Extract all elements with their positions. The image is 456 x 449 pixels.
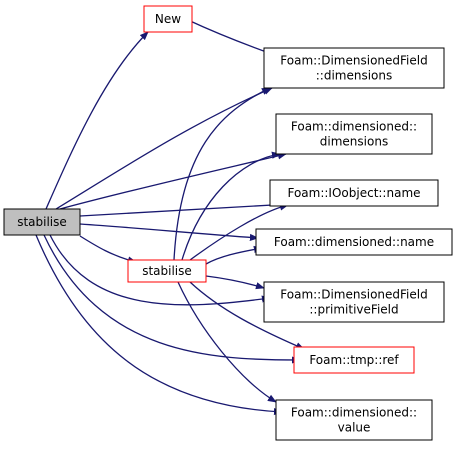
edge-arrow <box>79 200 291 217</box>
edge-arrow <box>189 203 289 261</box>
node-stabilise_main: stabilise <box>3 208 81 236</box>
node-box <box>269 179 439 207</box>
edge-arrow <box>177 281 277 403</box>
node-label: Foam::DimensionedField <box>280 288 427 302</box>
node-label: Foam::tmp::ref <box>309 353 399 367</box>
edge-stabilise_main-to-dimensioned_value <box>35 234 283 416</box>
node-label: ::dimensions <box>316 69 393 83</box>
edge-stabilise_inner-to-dimensioned_dimensions <box>181 151 281 261</box>
edge-arrow <box>59 152 287 210</box>
node-box <box>263 281 445 323</box>
edge-stabilise_main-to-ioobject_name <box>79 200 291 217</box>
node-label: Foam::dimensioned::name <box>274 235 434 249</box>
edge-stabilise_main-to-df_dimensions <box>55 87 273 210</box>
node-label: value <box>338 421 371 435</box>
edge-arrow <box>189 281 305 350</box>
node-dimensioned_dimensions[interactable]: Foam::dimensioned::dimensions <box>275 113 433 155</box>
node-df_primitivefield[interactable]: Foam::DimensionedField::primitiveField <box>263 281 445 323</box>
node-label: New <box>155 12 181 26</box>
node-label: stabilise <box>17 215 67 229</box>
edge-stabilise_main-to-tmp_ref <box>43 234 301 364</box>
node-box <box>293 346 415 374</box>
node-tmp_ref[interactable]: Foam::tmp::ref <box>293 346 415 374</box>
node-label: Foam::dimensioned:: <box>291 120 417 134</box>
edge-stabilise_main-to-new <box>45 31 149 210</box>
node-dimensioned_value[interactable]: Foam::dimensioned::value <box>275 399 433 441</box>
edge-arrow <box>205 275 265 290</box>
edge-arrow <box>79 235 137 264</box>
edge-stabilise_inner-to-df_dimensions <box>173 87 271 261</box>
edge-arrow <box>49 234 271 306</box>
node-df_dimensions[interactable]: Foam::DimensionedField::dimensions <box>263 47 445 89</box>
edge-arrow <box>79 223 259 242</box>
node-box <box>275 113 433 155</box>
node-box <box>263 47 445 89</box>
edge-arrow <box>205 245 263 265</box>
node-stabilise_inner[interactable]: stabilise <box>127 259 207 283</box>
node-label: ::primitiveField <box>309 303 398 317</box>
node-box <box>143 5 193 33</box>
node-label: dimensions <box>320 135 388 149</box>
node-dimensioned_name[interactable]: Foam::dimensioned::name <box>255 228 453 256</box>
edge-stabilise_inner-to-df_primitivefield <box>205 275 265 290</box>
node-ioobject_name[interactable]: Foam::IOobject::name <box>269 179 439 207</box>
edge-stabilise_main-to-dimensioned_dimensions <box>59 152 287 210</box>
edge-arrow <box>173 87 271 261</box>
edge-new-to-df_dimensions <box>187 19 273 55</box>
edge-stabilise_inner-to-ioobject_name <box>189 203 289 261</box>
node-box <box>127 259 207 283</box>
edge-stabilise_inner-to-tmp_ref <box>189 281 305 350</box>
edge-stabilise_inner-to-dimensioned_name <box>205 245 263 265</box>
node-label: Foam::dimensioned:: <box>291 406 417 420</box>
node-label: Foam::DimensionedField <box>280 54 427 68</box>
edge-arrow <box>45 31 149 210</box>
edge-arrow <box>181 151 281 261</box>
node-label: Foam::IOobject::name <box>287 186 420 200</box>
node-box <box>255 228 453 256</box>
node-new[interactable]: New <box>143 5 193 33</box>
node-box <box>275 399 433 441</box>
edge-stabilise_main-to-stabilise_inner <box>79 235 137 264</box>
edge-stabilise_main-to-df_primitivefield <box>49 234 271 306</box>
edge-arrow <box>43 234 301 364</box>
edge-arrow <box>187 19 273 55</box>
edge-stabilise_inner-to-dimensioned_value <box>177 281 277 403</box>
node-label: stabilise <box>142 264 192 278</box>
node-box <box>3 208 81 236</box>
edge-arrow <box>35 234 283 416</box>
edge-stabilise_main-to-dimensioned_name <box>79 223 259 242</box>
edge-arrow <box>55 87 273 210</box>
nodes-layer: stabiliseNewstabiliseFoam::DimensionedFi… <box>3 5 453 441</box>
